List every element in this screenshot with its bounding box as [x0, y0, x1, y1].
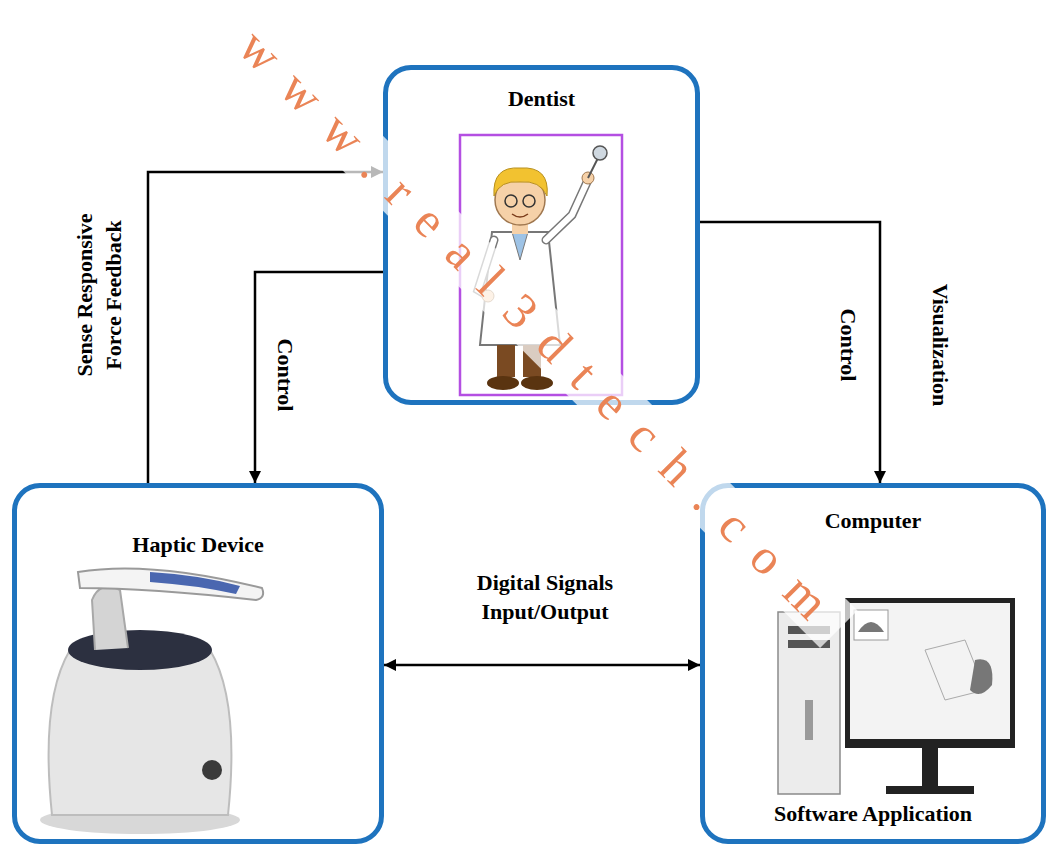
computer-tower — [778, 612, 840, 794]
watermark: www.real3dtech.com — [226, 16, 857, 647]
device-box: Haptic Device — [12, 483, 384, 844]
connector-arrow — [384, 664, 700, 667]
stylus — [78, 568, 263, 600]
edge-label: Sense Responsive Force Feedback — [71, 200, 128, 390]
arm — [546, 180, 588, 240]
device-arm — [92, 587, 128, 650]
arm — [546, 180, 588, 240]
glasses — [523, 195, 535, 207]
edge-label: Control — [271, 339, 300, 412]
box-title: Computer — [825, 508, 922, 534]
dental-model-icon — [858, 622, 884, 632]
leg — [497, 345, 515, 377]
dental-mirror — [593, 146, 607, 160]
shoe — [521, 376, 553, 390]
tower-panel — [805, 700, 813, 740]
edge-label: Digital Signals Input/Output — [445, 569, 645, 626]
haptic-device-picture — [40, 568, 263, 834]
monitor — [845, 598, 1015, 748]
tooth-model — [970, 659, 992, 694]
mouth — [512, 214, 528, 217]
dental-mirror — [588, 158, 598, 178]
shoe — [487, 376, 519, 390]
connector-arrow — [255, 272, 383, 483]
hair — [494, 168, 547, 196]
glasses — [505, 195, 517, 207]
stylus-grip — [150, 572, 240, 594]
device-port — [202, 760, 222, 780]
device-body — [49, 650, 232, 815]
edge-note: Visualization — [926, 284, 955, 407]
box-title: Dentist — [508, 86, 575, 112]
edge-label: Control — [834, 309, 863, 382]
screen-view — [854, 610, 888, 640]
monitor-screen — [850, 603, 1010, 739]
connector-arrow — [700, 222, 880, 483]
box-title: Haptic Device — [132, 532, 263, 558]
monitor-foot — [886, 786, 974, 794]
shirt — [512, 232, 528, 260]
connector-arrow — [148, 172, 383, 483]
device-opening — [68, 630, 212, 670]
box-caption: Software Application — [774, 801, 972, 827]
monitor-stand — [922, 748, 938, 788]
